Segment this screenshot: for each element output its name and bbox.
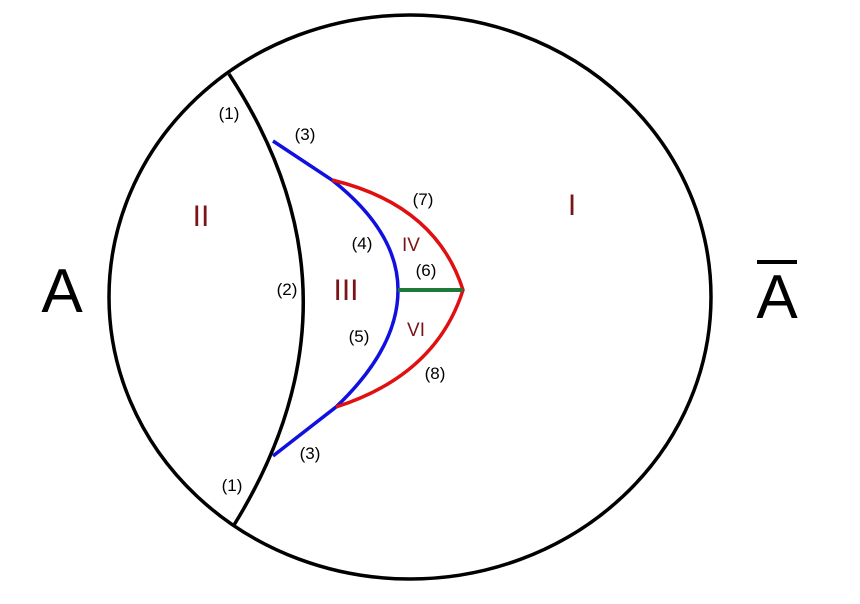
label-A-bar: A — [756, 263, 798, 332]
region-III: III — [333, 274, 358, 307]
label-curve-6: (6) — [416, 261, 437, 280]
label-curve-3-top: (3) — [295, 125, 316, 144]
label-curve-1-top: (1) — [219, 104, 240, 123]
label-curve-5: (5) — [349, 327, 370, 346]
region-VI: VI — [407, 320, 425, 341]
curve-1-2-arc — [227, 73, 305, 526]
outer-circle — [107, 13, 713, 581]
label-A: A — [41, 257, 83, 326]
label-curve-2: (2) — [277, 280, 298, 299]
label-curve-4: (4) — [352, 234, 373, 253]
region-II: II — [193, 200, 210, 233]
region-I: I — [568, 189, 576, 222]
label-curve-3-bottom: (3) — [300, 444, 321, 463]
region-IV: IV — [402, 235, 420, 256]
label-curve-8: (8) — [425, 364, 446, 383]
label-curve-1-bottom: (1) — [222, 476, 243, 495]
label-curve-7: (7) — [413, 190, 434, 209]
